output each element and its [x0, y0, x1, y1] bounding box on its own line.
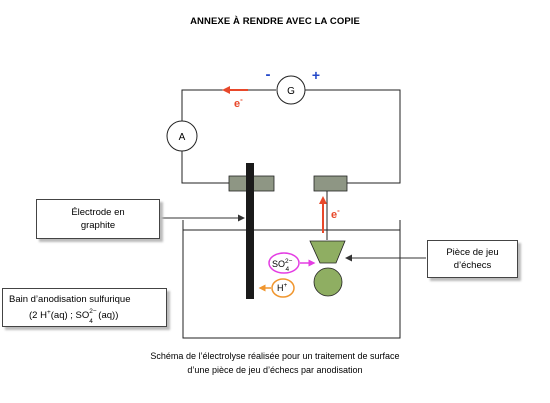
- graphite-label-line1: Électrode en: [71, 207, 125, 218]
- right-electrode-plate: [313, 175, 348, 192]
- proton-ion-label: H+: [277, 282, 288, 293]
- proton-ion-ring: [271, 278, 295, 298]
- ammeter-symbol: [166, 120, 198, 152]
- chess-piece-top: [309, 240, 346, 264]
- graphite-electrode-rod: [246, 163, 254, 299]
- electron-label-right: e-: [331, 206, 340, 221]
- graphite-electrode-label: Électrode en graphite: [36, 199, 160, 239]
- page-title: ANNEXE À RENDRE AVEC LA COPIE: [190, 16, 360, 27]
- electron-label-top: e-: [234, 95, 243, 110]
- caption-line2: d’une pièce de jeu d’échecs par anodisat…: [187, 365, 363, 375]
- generator-label: G: [287, 86, 295, 97]
- bath-label: Bain d’anodisation sulfurique (2 H+(aq) …: [2, 288, 167, 327]
- generator-plus-sign: +: [312, 67, 320, 83]
- caption-line1: Schéma de l’électrolyse réalisée pour un…: [150, 351, 400, 361]
- electrolysis-tank: [182, 220, 401, 339]
- chess-piece-body: [313, 267, 343, 297]
- generator-minus-sign: -: [266, 66, 271, 83]
- piece-label-line1: Pièce de jeu: [446, 247, 499, 258]
- piece-label-line2: d’échecs: [453, 260, 492, 271]
- bath-label-line1: Bain d’anodisation sulfurique: [9, 293, 131, 305]
- chess-piece-label: Pièce de jeu d’échecs: [427, 240, 518, 278]
- generator-symbol: [276, 75, 306, 105]
- ammeter-label: A: [179, 132, 186, 143]
- sulfate-ion-label: SO2−4: [272, 258, 293, 273]
- sulfate-ion-ring: [268, 252, 300, 274]
- graphite-label-line2: graphite: [80, 220, 116, 231]
- diagram-caption: Schéma de l’électrolyse réalisée pour un…: [0, 349, 550, 377]
